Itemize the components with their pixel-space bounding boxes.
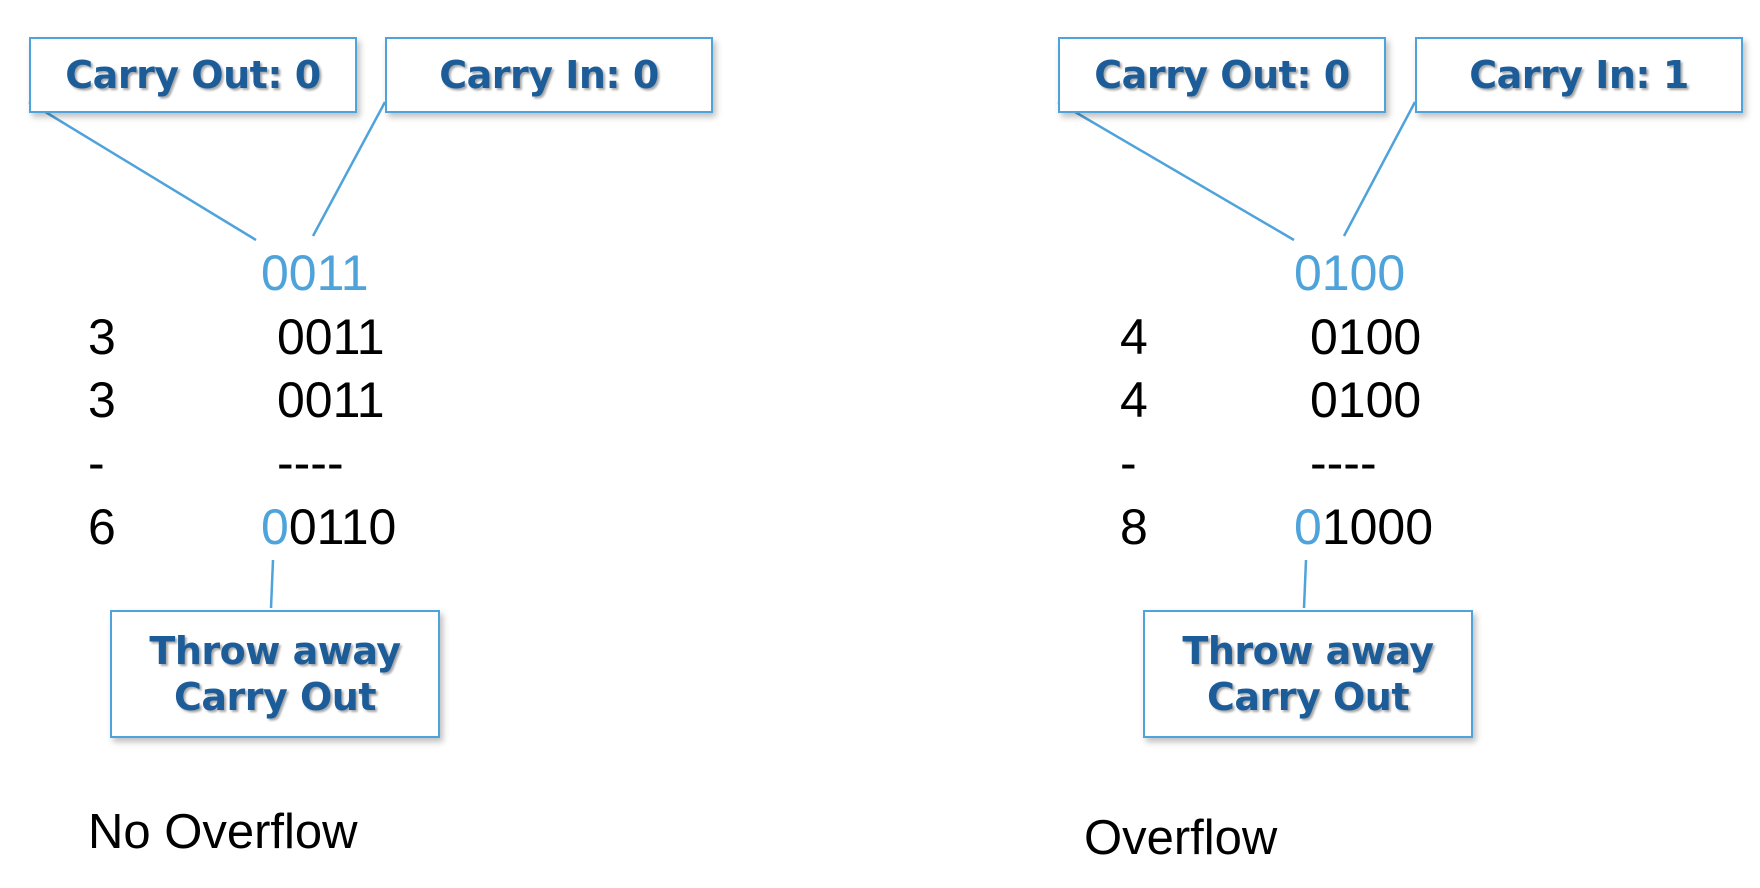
result-decimal: 6	[88, 499, 116, 555]
carry-out-callout: Carry Out: 0	[29, 37, 357, 113]
carry-in-label: Carry In: 0	[439, 52, 659, 97]
overflow-verdict: No Overflow	[88, 805, 358, 859]
carry-in-callout: Carry In: 0	[385, 37, 713, 113]
throw-away-line2: Carry Out	[1206, 675, 1410, 719]
carry-in-label: Carry In: 1	[1469, 52, 1689, 97]
operand-decimal: 3	[88, 372, 116, 428]
operand-binary: 0100	[1310, 372, 1422, 428]
operand-decimal: 4	[1120, 309, 1148, 365]
carry-out-label: Carry Out: 0	[1094, 52, 1350, 97]
result-decimal: 8	[1120, 499, 1148, 555]
separator-binary: ----	[277, 435, 344, 491]
result-binary: 00110	[261, 498, 396, 556]
carry-out-callout: Carry Out: 0	[1058, 37, 1386, 113]
result-bits: 0110	[288, 499, 397, 555]
separator-decimal: -	[88, 435, 105, 491]
operand-binary: 0011	[277, 372, 385, 428]
carry-bits-row: 0100	[1294, 245, 1406, 301]
result-bits: 1000	[1321, 499, 1434, 555]
throw-away-connector	[1302, 559, 1308, 609]
operand-decimal: 3	[88, 309, 116, 365]
example-no-overflow: Carry Out: 0 Carry In: 0 0011 3 0011 3 0…	[28, 37, 713, 859]
throw-away-line2: Carry Out	[173, 675, 377, 719]
throw-away-line1: Throw away	[1182, 628, 1434, 673]
separator-binary: ----	[1310, 435, 1377, 491]
carry-out-connector	[1057, 100, 1295, 242]
carry-out-bit: 0	[1294, 499, 1322, 555]
result-binary: 01000	[1294, 498, 1433, 556]
throw-away-connector	[269, 559, 275, 609]
carry-out-label: Carry Out: 0	[65, 52, 321, 97]
carry-bits-row: 0011	[261, 245, 369, 301]
example-overflow: Carry Out: 0 Carry In: 1 0100 4 0100 4 0…	[880, 0, 1760, 888]
throw-away-line1: Throw away	[149, 628, 401, 673]
carry-in-connector	[311, 101, 387, 237]
carry-out-connector	[28, 100, 257, 242]
carry-in-callout: Carry In: 1	[1415, 37, 1743, 113]
overflow-verdict: Overflow	[1084, 811, 1278, 865]
operand-binary: 0100	[1310, 309, 1422, 365]
throw-away-callout: Throw away Carry Out	[1143, 610, 1473, 738]
operand-binary: 0011	[277, 309, 385, 365]
separator-decimal: -	[1120, 435, 1137, 491]
carry-out-bit: 0	[261, 499, 289, 555]
callout-connectors	[28, 100, 387, 609]
operand-decimal: 4	[1120, 372, 1148, 428]
throw-away-callout: Throw away Carry Out	[110, 610, 440, 738]
carry-in-connector	[1342, 101, 1417, 237]
